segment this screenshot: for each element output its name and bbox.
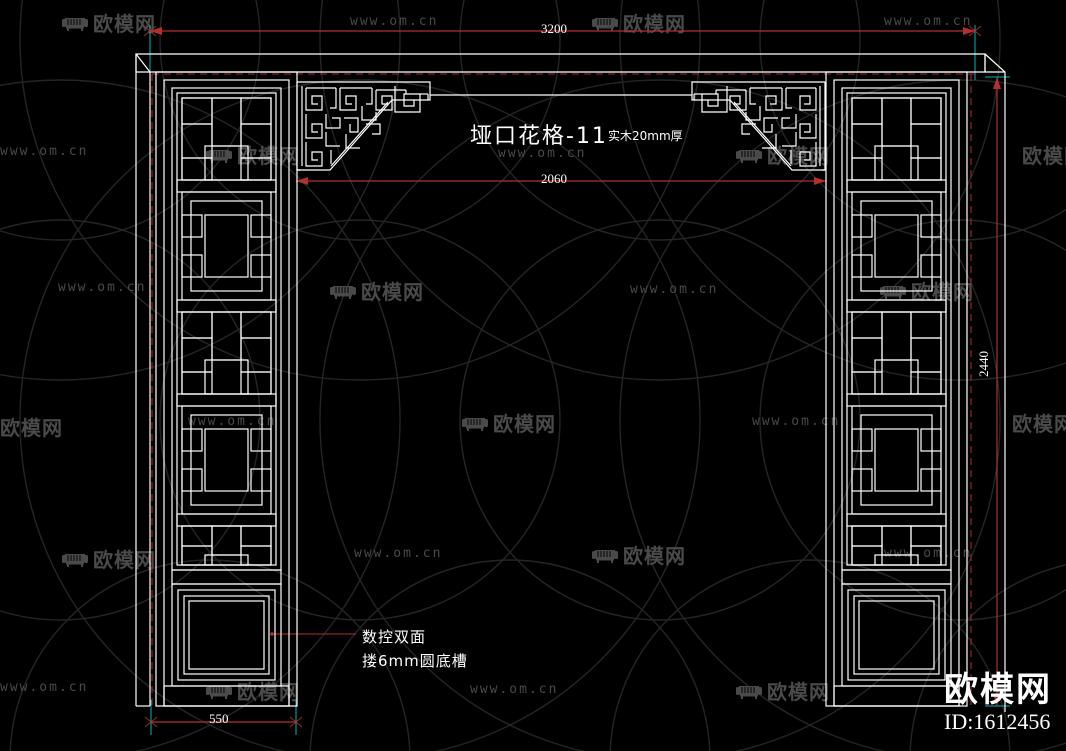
plinth-panel	[841, 583, 952, 687]
lattice-motif-gong	[181, 525, 272, 566]
dimension-lines-group	[143, 25, 1010, 735]
dim-text-3200: 3200	[541, 21, 567, 36]
lattice-motif-gong	[851, 97, 942, 181]
right-lintel-bracket	[691, 81, 826, 171]
callout-line-2: 搂6mm圆底槽	[362, 652, 468, 670]
left-column-lattice	[155, 71, 298, 707]
dim-text-2060: 2060	[541, 171, 567, 186]
lattice-motif-panel	[851, 405, 942, 515]
dim-text-2440: 2440	[976, 351, 991, 377]
callout-line-1: 数控双面	[362, 628, 427, 646]
lattice-motif-gong	[851, 525, 942, 566]
brand-id: ID:1612456	[944, 709, 1051, 734]
drawing-title: 垭口花格-11	[470, 124, 608, 149]
lattice-motif-gong	[181, 311, 272, 395]
hidden-dashed-lines	[151, 73, 975, 706]
left-lintel-bracket	[296, 81, 431, 171]
dim-text-550: 550	[209, 711, 229, 726]
drawing-subtitle: 实木20mm厚	[608, 129, 683, 143]
lattice-motif-gong	[181, 97, 272, 181]
lattice-motif-panel	[181, 405, 272, 515]
brand-name: 欧模网	[944, 671, 1052, 710]
lattice-motif-panel	[851, 191, 942, 301]
lattice-motif-gong	[851, 311, 942, 395]
lattice-motif-panel	[181, 191, 272, 301]
plinth-panel	[171, 583, 282, 687]
right-column-lattice	[825, 71, 968, 707]
brand-block: 欧模网 ID:1612456	[944, 673, 1052, 735]
callout-leader	[270, 632, 356, 636]
outer-frame	[135, 53, 1006, 712]
